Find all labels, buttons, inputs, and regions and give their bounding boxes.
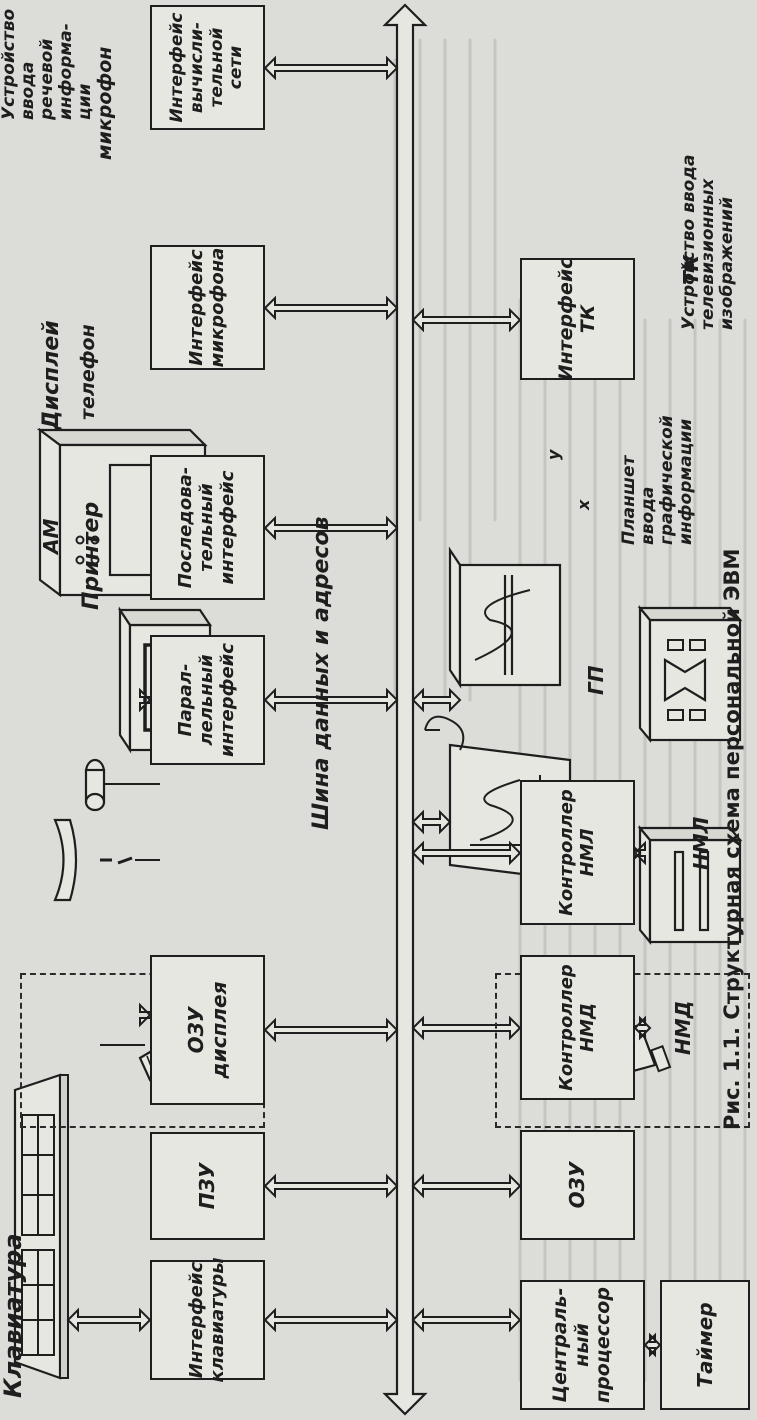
cpu-timer-arrow [643, 1332, 662, 1358]
microphone-label: микрофон [94, 46, 116, 160]
hdd-label: НМД [671, 1000, 695, 1055]
parallel-interface-block: Парал- лельный интерфейс [150, 635, 265, 765]
rom-block: ПЗУ [150, 1132, 265, 1240]
hdd-arrow [633, 1015, 652, 1041]
serial-interface-block: Последова- тельный интерфейс [150, 455, 265, 600]
tape-controller-block: Контроллер НМЛ [520, 780, 635, 925]
keyboard-interface-block: Интерфейс клавиатуры [150, 1257, 265, 1383]
hdd-controller-block: Контроллер НМД [520, 955, 635, 1100]
speech-input-group-label: Устройство ввода речевой информа- ции [0, 8, 96, 120]
phone-device [53, 818, 160, 902]
tv-interface-bus-arrow [411, 307, 522, 333]
keyboard-interface-arrow [66, 1307, 152, 1333]
display-label: Дисплей [39, 320, 64, 430]
display-ram-bus-arrow [263, 1017, 399, 1043]
modem-label: АМ [39, 518, 63, 554]
rom-bus-arrow [263, 1173, 399, 1199]
modem-device [84, 758, 160, 812]
tape-label: НМЛ [689, 816, 713, 870]
tablet-label: Планшет ввода графической информации [619, 415, 697, 545]
keyboard-device [13, 1073, 69, 1380]
network-interface-block: Интерфейс вычисли- тельной сети [150, 5, 265, 130]
tablet-bus-arrow [411, 809, 452, 835]
hdd-device [637, 824, 743, 946]
system-bus [382, 3, 428, 1416]
tape-device [637, 604, 743, 744]
parallel-bus-arrow [263, 687, 399, 713]
tv-interface-block: Интерфейс ТК [520, 258, 635, 380]
figure-caption: Рис. 1.1. Структурная схема персональной… [720, 548, 744, 1130]
printer-label: Принтер [79, 501, 104, 610]
tv-input-group-label: Устройство ввода телевизионных изображен… [679, 154, 738, 330]
plotter-bus-arrow [411, 687, 462, 713]
keyboard-interface-bus-arrow [263, 1307, 399, 1333]
cpu-block: Централь- ный процессор [520, 1280, 645, 1410]
ram-block: ОЗУ [520, 1130, 635, 1240]
phone-label: телефон [77, 324, 99, 420]
serial-bus-arrow [263, 515, 399, 541]
timer-block: Таймер [660, 1280, 750, 1410]
network-bus-arrow [263, 55, 399, 81]
tablet-axis-x-label: x [574, 499, 593, 510]
cpu-bus-arrow [411, 1307, 522, 1333]
bus-label: Шина данных и адресов [309, 516, 334, 831]
plotter-device [448, 546, 562, 689]
keyboard-label: Клавиатура [0, 1233, 27, 1398]
display-ram-block-text: ОЗУ дисплея [183, 981, 231, 1079]
ram-bus-arrow [411, 1173, 522, 1199]
tablet-axis-y-label: y [544, 449, 563, 460]
plotter-label: ГП [584, 665, 608, 695]
microphone-interface-bus-arrow [263, 295, 399, 321]
microphone-interface-block: Интерфейс микрофона [150, 245, 265, 370]
